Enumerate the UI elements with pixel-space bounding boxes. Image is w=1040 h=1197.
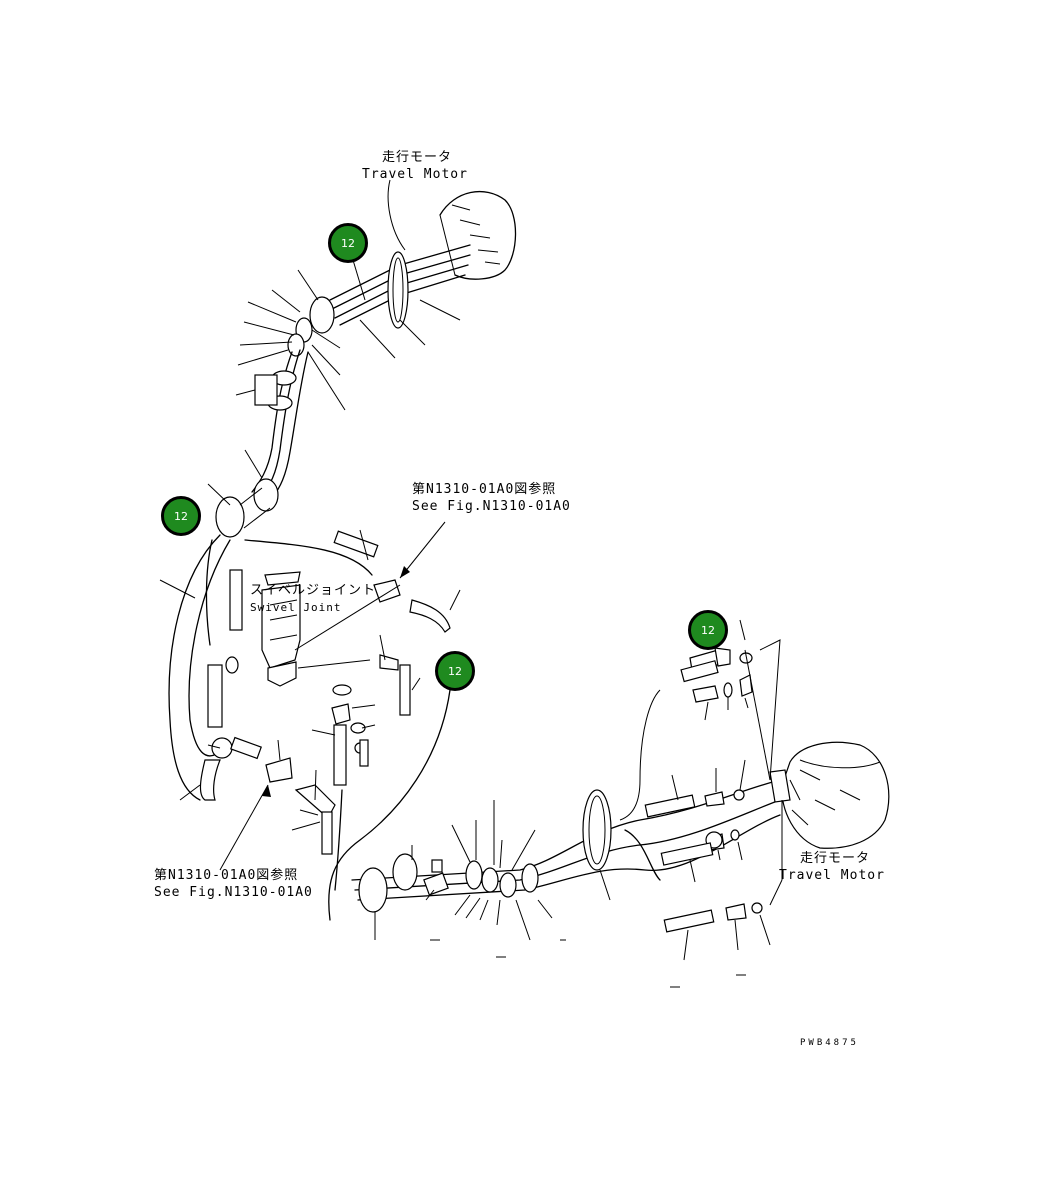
callout-marker-12[interactable]: 12 bbox=[688, 610, 728, 650]
hoses-left bbox=[159, 534, 373, 801]
see-fig-bottom-en: See Fig.N1310-01A0 bbox=[154, 885, 313, 900]
leader-lines-bottom bbox=[374, 800, 611, 958]
swivel-joint-jp: スイベルジョイント bbox=[250, 583, 377, 598]
travel-motor-top bbox=[439, 190, 517, 280]
swivel-joint-en: Swivel Joint bbox=[250, 601, 342, 614]
see-fig-bottom-jp: 第N1310-01A0図参照 bbox=[154, 868, 299, 883]
see-fig-top-en: See Fig.N1310-01A0 bbox=[412, 499, 571, 514]
hoses-bottom bbox=[328, 689, 781, 921]
center-fittings bbox=[265, 529, 461, 855]
travel-motor-right-en: Travel Motor bbox=[779, 868, 885, 883]
reference-arrows bbox=[219, 521, 446, 871]
travel-motor-right bbox=[769, 741, 890, 849]
drawing-code: PWB4875 bbox=[800, 1038, 859, 1048]
travel-motor-top-jp: 走行モータ bbox=[382, 150, 453, 165]
see-fig-top-jp: 第N1310-01A0図参照 bbox=[412, 482, 557, 497]
swivel-joint bbox=[261, 571, 301, 687]
hoses-top bbox=[215, 244, 471, 538]
callout-marker-12[interactable]: 12 bbox=[161, 496, 201, 536]
callout-marker-12[interactable]: 12 bbox=[435, 651, 475, 691]
travel-motor-top-en: Travel Motor bbox=[362, 167, 468, 182]
callout-marker-12[interactable]: 12 bbox=[328, 223, 368, 263]
leader-lines-top bbox=[207, 179, 461, 506]
right-fittings bbox=[619, 619, 783, 988]
travel-motor-right-jp: 走行モータ bbox=[800, 851, 871, 866]
